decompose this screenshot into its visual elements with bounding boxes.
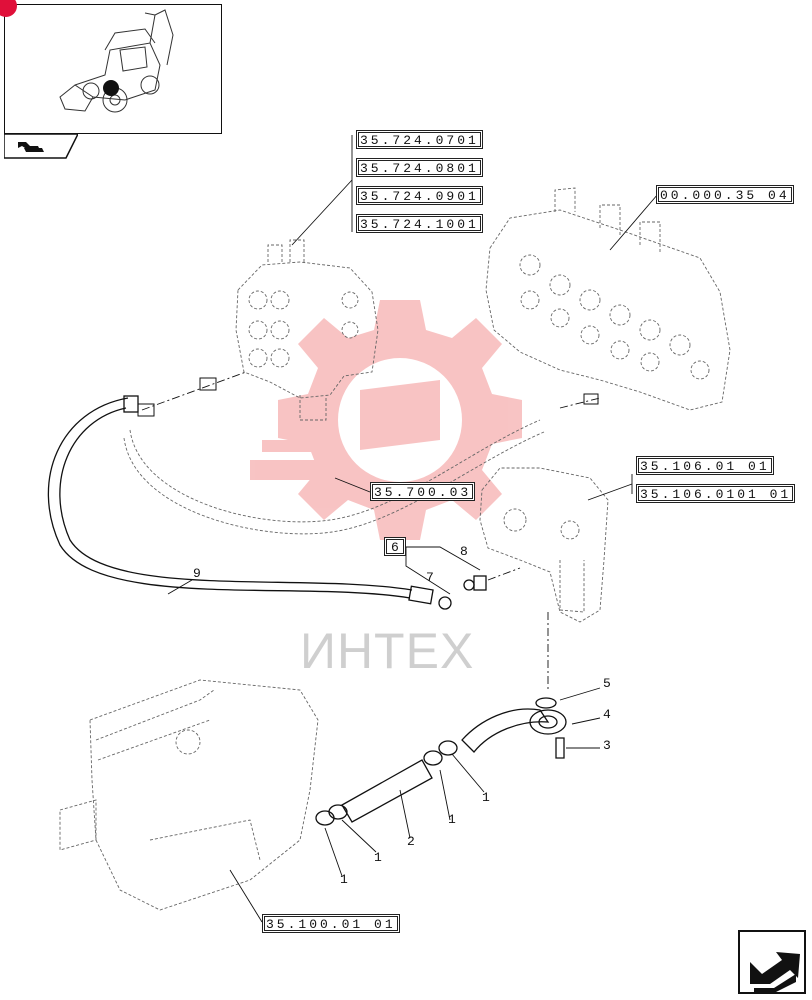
ref-35-106-0101-01[interactable]: 35.106.0101 01 [636, 484, 796, 503]
callout-3: 3 [603, 738, 611, 753]
leader-lines [167, 135, 659, 923]
fittings [137, 377, 599, 417]
valve-left-outline [235, 239, 379, 421]
back-tab[interactable] [3, 133, 80, 160]
ref-35-106-01-01[interactable]: 35.106.01 01 [636, 456, 774, 475]
elbow-4 [461, 708, 550, 753]
callout-1: 1 [448, 812, 456, 827]
ref-35-700-03[interactable]: 35.700.03 [370, 482, 476, 501]
ref-35-724-0801[interactable]: 35.724.0801 [356, 158, 483, 177]
valve-bank-outline [485, 187, 731, 411]
machine-thumbnail[interactable] [0, 0, 222, 134]
alignment-lines [141, 371, 601, 690]
status-dot [0, 0, 17, 17]
callout-1: 1 [482, 790, 490, 805]
ref-35-100-01-01[interactable]: 35.100.01 01 [262, 914, 400, 933]
callout-1: 1 [340, 872, 348, 887]
callout-7: 7 [426, 570, 434, 585]
callout-5: 5 [603, 676, 611, 691]
ref-35-724-1001[interactable]: 35.724.1001 [356, 214, 483, 233]
next-page-arrow-icon [750, 952, 800, 992]
callout-4: 4 [603, 707, 611, 722]
watermark-text: ИНТЕХ [300, 623, 475, 679]
ref-35-724-0901[interactable]: 35.724.0901 [356, 186, 483, 205]
hose-2 [341, 759, 433, 823]
callout-9: 9 [193, 566, 201, 581]
tank-outline [59, 679, 319, 911]
callout-6[interactable]: 6 [384, 537, 406, 556]
backhoe-loader-icon [59, 9, 174, 113]
callout-8: 8 [460, 544, 468, 559]
pump-outline [479, 467, 609, 623]
callout-1: 1 [374, 850, 382, 865]
ref-00-000-35-04[interactable]: 00.000.35 04 [656, 185, 794, 204]
return-hose-outline [123, 419, 545, 535]
ref-35-724-0701[interactable]: 35.724.0701 [356, 130, 483, 149]
callout-2: 2 [407, 834, 415, 849]
suction-assembly [315, 697, 567, 826]
back-arrow-icon [3, 133, 80, 159]
next-page-button[interactable] [738, 930, 806, 994]
